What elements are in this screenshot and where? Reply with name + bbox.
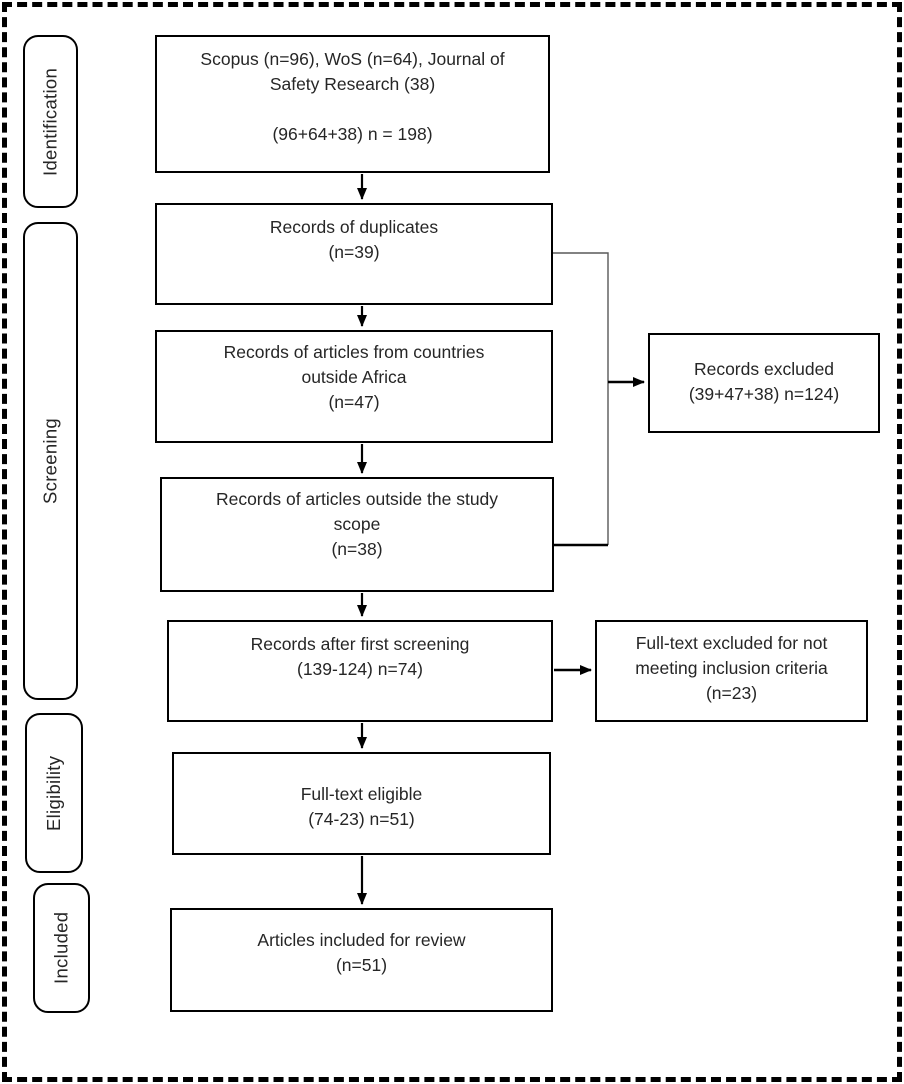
box-text-line: outside Africa: [301, 367, 407, 387]
box-text-line: (n=38): [331, 539, 383, 559]
box-text-line: [157, 97, 548, 122]
box-text-line: Scopus (n=96), WoS (n=64), Journal of: [200, 49, 505, 69]
stage-label-eligibility: Eligibility: [25, 713, 83, 873]
box-outside-scope: Records of articles outside the study sc…: [160, 477, 554, 592]
box-text-line: Articles included for review: [257, 930, 466, 950]
box-duplicates: Records of duplicates (n=39): [155, 203, 553, 305]
box-sources: Scopus (n=96), WoS (n=64), Journal of Sa…: [155, 35, 550, 173]
stage-label-text: Eligibility: [43, 755, 64, 831]
box-text-line: (n=47): [328, 392, 380, 412]
box-text-line: Safety Research (38): [269, 74, 436, 94]
box-text-line: (96+64+38) n = 198): [272, 124, 433, 144]
box-full-text-eligible: Full-text eligible (74-23) n=51): [172, 752, 551, 855]
stage-label-included: Included: [33, 883, 90, 1013]
box-text-line: (n=39): [328, 242, 380, 262]
box-outside-africa: Records of articles from countries outsi…: [155, 330, 553, 443]
box-text-line: (39+47+38) n=124): [688, 384, 840, 404]
stage-label-identification: Identification: [23, 35, 78, 208]
box-first-screening: Records after first screening (139-124) …: [167, 620, 553, 722]
box-text-line: (n=51): [335, 955, 388, 975]
box-text-line: Records of articles from countries: [223, 342, 485, 362]
stage-label-text: Identification: [39, 67, 61, 176]
box-included-review: Articles included for review (n=51): [170, 908, 553, 1012]
connector-exclusions-bracket: [553, 252, 609, 545]
box-text-line: meeting inclusion criteria: [635, 658, 828, 678]
stage-label-text: Included: [50, 911, 72, 985]
box-text-line: Records of duplicates: [269, 217, 439, 237]
box-text-line: Full-text eligible: [300, 784, 423, 804]
box-text-line: scope: [333, 514, 381, 534]
stage-label-text: Screening: [39, 418, 61, 505]
box-text-line: Records after first screening: [250, 634, 470, 654]
box-full-text-excluded: Full-text excluded for not meeting inclu…: [595, 620, 868, 722]
box-text-line: (n=23): [705, 683, 758, 703]
box-text-line: (139-124) n=74): [297, 659, 423, 679]
box-text-line: Records excluded: [693, 359, 835, 379]
box-text-line: Records of articles outside the study: [215, 489, 499, 509]
stage-label-screening: Screening: [23, 222, 78, 700]
box-text-line: Full-text excluded for not: [635, 633, 828, 653]
box-records-excluded: Records excluded (39+47+38) n=124): [648, 333, 880, 433]
box-text-line: (74-23) n=51): [308, 809, 415, 829]
